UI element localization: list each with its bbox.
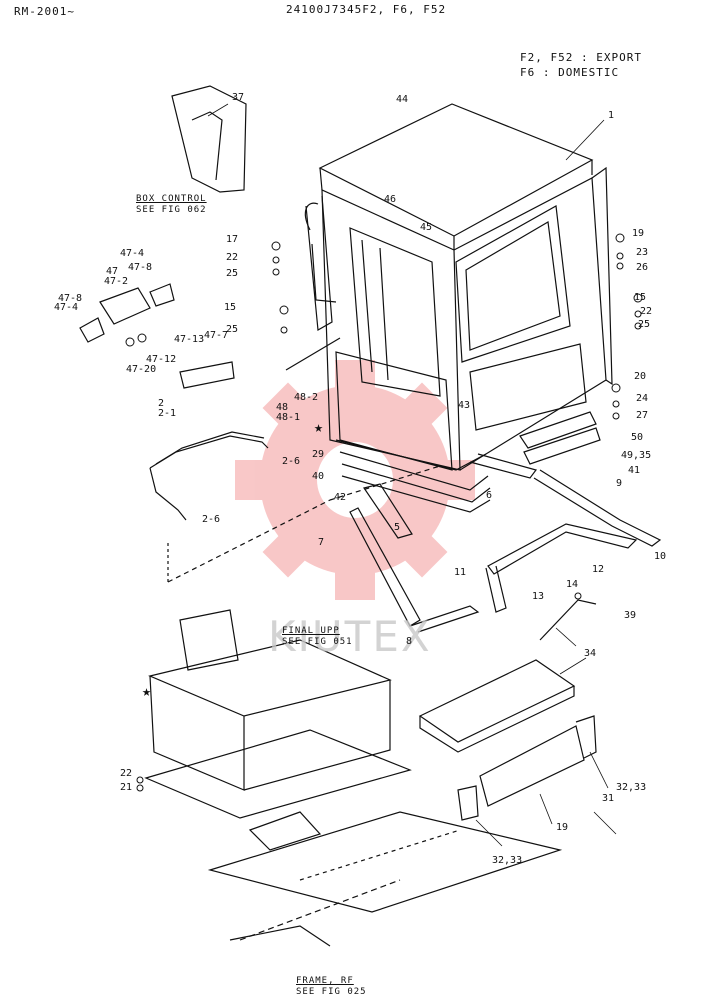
final-upp-title: FINAL UPP	[282, 626, 340, 636]
callout-label: 34	[584, 648, 597, 659]
callout-label: 12	[592, 564, 605, 575]
box-control-see: SEE FIG 062	[136, 205, 207, 215]
box-control-reference: BOX CONTROL SEE FIG 062	[136, 194, 207, 216]
callout-label: 47-8	[128, 262, 153, 273]
callout-label: 40	[312, 471, 325, 482]
callout-label: 9	[616, 478, 623, 489]
callout-label: 45	[420, 222, 433, 233]
final-upp-reference: FINAL UPP SEE FIG 051	[282, 626, 353, 648]
frame-rf-see: SEE FIG 025	[296, 987, 367, 997]
star-marker-icon: ★	[314, 418, 324, 436]
callout-label: 8	[406, 636, 413, 647]
callout-label: 2-6	[202, 514, 221, 525]
callout-label: 47-8	[58, 293, 83, 304]
star-marker-icon: ★	[142, 682, 152, 700]
callout-label: 50	[631, 432, 644, 443]
model-number: RM-2001~	[14, 5, 75, 18]
callout-label: 10	[654, 551, 667, 562]
callout-label: 19	[556, 822, 569, 833]
callout-label: 20	[634, 371, 647, 382]
callout-label: 27	[636, 410, 649, 421]
callout-label: 15	[634, 292, 647, 303]
callout-label: 48-1	[276, 412, 301, 423]
domestic-note: F6 : DOMESTIC	[520, 66, 620, 79]
export-note: F2, F52 : EXPORT	[520, 51, 642, 64]
box-control-title: BOX CONTROL	[136, 194, 207, 204]
callout-label: 32,33	[616, 782, 647, 793]
callout-label: 47-12	[146, 354, 177, 365]
callout-label: 47-4	[120, 248, 145, 259]
callout-label: 25	[226, 324, 239, 335]
callout-label: 22	[226, 252, 239, 263]
callout-label: 23	[636, 247, 649, 258]
callout-label: 47	[106, 266, 119, 277]
callout-label: 41	[628, 465, 641, 476]
frame-rf-reference: FRAME, RF SEE FIG 025	[296, 976, 367, 998]
callout-label: 25	[226, 268, 239, 279]
watermark-gear-icon	[235, 360, 475, 600]
callout-label: 29	[312, 449, 325, 460]
callout-label: 19	[632, 228, 645, 239]
frame-rf-title: FRAME, RF	[296, 976, 354, 986]
callout-label: 7	[318, 537, 325, 548]
callout-label: 37	[232, 92, 245, 103]
callout-label: 5	[394, 522, 401, 533]
callout-label: 48	[276, 402, 289, 413]
watermark-text: KIUTEX	[268, 612, 432, 661]
callout-label: 48-2	[294, 392, 319, 403]
callout-label: 47-4	[54, 302, 79, 313]
callout-label: 11	[454, 567, 467, 578]
callout-label: 46	[384, 194, 397, 205]
callout-label: 47-7	[204, 330, 229, 341]
callout-label: 21	[120, 782, 133, 793]
callout-label: 32,33	[492, 855, 523, 866]
callout-label: 49,35	[621, 450, 652, 461]
callout-label: 26	[636, 262, 649, 273]
callout-label: 15	[224, 302, 237, 313]
callout-label: 13	[532, 591, 545, 602]
callout-label: 2-6	[282, 456, 301, 467]
callout-label: 47-20	[126, 364, 157, 375]
callout-label: 25	[638, 319, 651, 330]
callout-label: 47-13	[174, 334, 205, 345]
callout-label: 44	[396, 94, 409, 105]
callout-label: 2	[158, 398, 165, 409]
part-codes: 24100J7345F2, F6, F52	[286, 3, 447, 16]
callout-label: 6	[486, 490, 493, 501]
callout-label: 22	[120, 768, 133, 779]
callout-label: 14	[566, 579, 579, 590]
callout-label: 24	[636, 393, 649, 404]
callout-label: 1	[608, 110, 615, 121]
callout-label: 43	[458, 400, 471, 411]
callout-label: 22	[640, 306, 653, 317]
callout-label: 17	[226, 234, 239, 245]
callout-label: 2-1	[158, 408, 177, 419]
callout-label: 39	[624, 610, 637, 621]
callout-label: 47-2	[104, 276, 129, 287]
final-upp-see: SEE FIG 051	[282, 637, 353, 647]
callout-label: 42	[334, 492, 347, 503]
callout-label: 31	[602, 793, 615, 804]
